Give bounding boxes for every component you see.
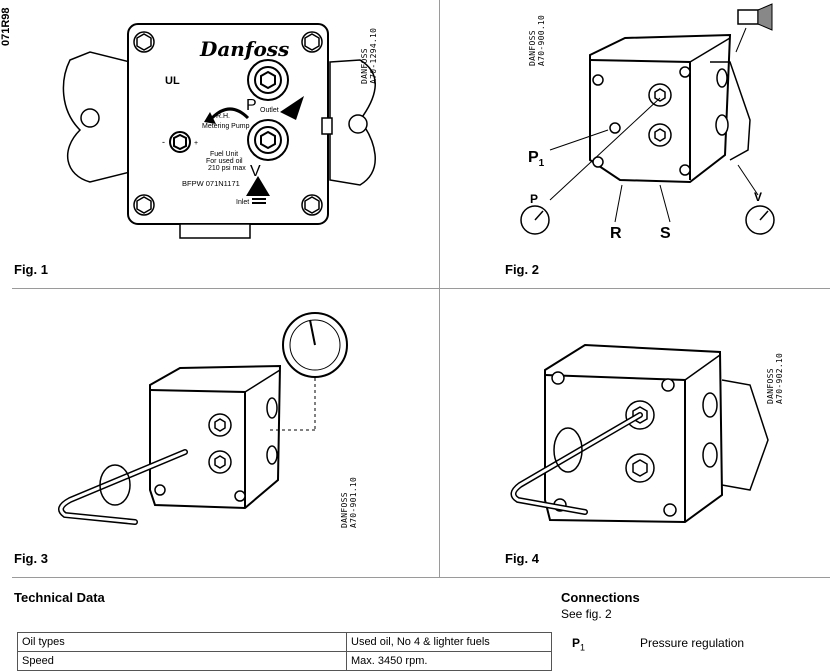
ul-mark: UL xyxy=(165,75,180,87)
fuel-line-3: 210 psi max xyxy=(208,165,246,172)
label-s: S xyxy=(660,225,671,242)
technical-data-table: Oil types Used oil, No 4 & lighter fuels… xyxy=(17,632,552,671)
port-p-letter: P xyxy=(246,97,257,114)
connection-value: Pressure regulation xyxy=(640,636,745,650)
figure-3-pressure-gauge xyxy=(40,290,420,540)
label-r: R xyxy=(610,225,622,242)
label-p1: P1 xyxy=(528,149,545,169)
table-cell-key: Speed xyxy=(17,651,347,671)
connection-key-p1: P1 xyxy=(572,636,586,653)
port-v-letter: V xyxy=(250,163,261,180)
table-cell-value: Used oil, No 4 & lighter fuels xyxy=(346,632,552,652)
table-row: Oil types Used oil, No 4 & lighter fuels xyxy=(17,632,552,652)
figure-4-adjustment xyxy=(500,290,800,540)
document-code: 071R98 xyxy=(0,7,12,46)
figure-2-pump-isometric: P1 P V R S xyxy=(510,0,830,250)
grid-divider-middle xyxy=(12,288,830,289)
fuel-line-1: Fuel Unit xyxy=(210,151,238,158)
minus-sign: - xyxy=(162,137,165,147)
fig3-label: Fig. 3 xyxy=(14,551,48,566)
figure-1-pump-front-view: Danfoss UL P V Outlet Inlet R.H. Meterin… xyxy=(60,0,420,250)
grid-divider-bottom xyxy=(12,577,830,578)
connections-subtitle: See fig. 2 xyxy=(561,607,612,621)
model-label: BFPW 071N1171 xyxy=(182,179,240,188)
fuel-line-2: For used oil xyxy=(206,158,243,165)
table-row: Speed Max. 3450 rpm. xyxy=(17,651,552,671)
fig2-label: Fig. 2 xyxy=(505,262,539,277)
table-cell-value: Max. 3450 rpm. xyxy=(346,651,552,671)
connections-title: Connections xyxy=(561,590,640,605)
rotation-label: R.H. xyxy=(216,113,230,120)
table-cell-key: Oil types xyxy=(17,632,347,652)
fig4-label: Fig. 4 xyxy=(505,551,539,566)
outlet-label: Outlet xyxy=(260,107,279,114)
brand-logo: Danfoss xyxy=(199,37,289,61)
metering-label: Metering Pump xyxy=(202,123,250,130)
label-v: V xyxy=(754,190,762,204)
label-p: P xyxy=(530,192,538,206)
technical-data-title: Technical Data xyxy=(14,590,105,605)
inlet-label: Inlet xyxy=(236,199,249,206)
fig1-label: Fig. 1 xyxy=(14,262,48,277)
plus-sign: + xyxy=(194,140,198,147)
